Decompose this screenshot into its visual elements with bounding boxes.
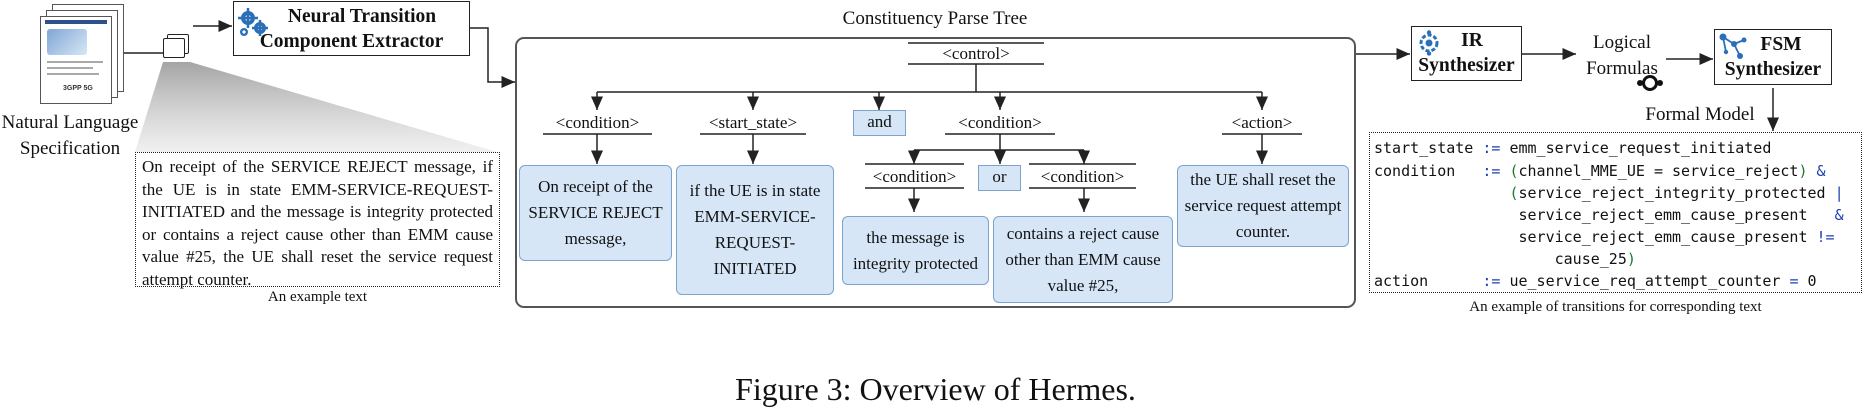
code-action-key: action [1374,272,1429,290]
code-and-op: & [1834,206,1844,224]
code-neq-op: != [1816,228,1835,246]
parse-tree-panel [515,37,1356,308]
parse-tree-title: Constituency Parse Tree [842,8,1028,29]
code-paren: ( [1509,162,1519,180]
graph-icon [1718,32,1748,62]
ir-line2: Synthesizer [1418,55,1515,76]
code-token: service_reject [1672,162,1799,180]
formal-model-box [1369,132,1862,293]
tree-root-control: <control> [942,44,1010,63]
spec-label-line2: Specification [19,138,121,159]
example-text-box: On receipt of the SERVICE REJECT message… [135,152,500,289]
tree-node-condition-3: <condition> [872,167,957,186]
zoom-projection [135,62,497,152]
spec-label-line1: Natural Language [1,112,139,133]
doc-logo: 3GPP 5G [63,85,93,92]
extractor-line2: Component Extractor [259,31,444,52]
code-or-op: | [1834,184,1844,202]
code-paren: ( [1509,184,1519,202]
example-text-body: On receipt of the SERVICE REJECT message… [142,157,493,289]
code-assign-op: := [1482,162,1501,180]
code-line-4: service_reject_emm_cause_present & [1374,206,1844,224]
doc-picture [47,29,87,55]
tree-node-start-state: <start_state> [708,113,798,132]
code-paren: ) [1626,250,1636,268]
tree-leaf-5: the UE shall reset the service request a… [1177,165,1349,247]
formal-model-label: Formal Model [1645,104,1755,125]
tree-node-condition-4: <condition> [1040,167,1125,186]
logical-line2: Formulas [1586,58,1658,79]
fsm-line2: Synthesizer [1724,59,1822,80]
tree-node-or: or [978,165,1021,191]
ir-synthesizer-box: IR Synthesizer [1411,26,1522,81]
fsm-synthesizer-box: FSM Synthesizer [1714,29,1832,85]
code-line-1: start_state := emm_service_request_initi… [1374,139,1771,157]
code-start-state-key: start_state [1374,139,1474,157]
code-condition-key: condition [1374,162,1456,180]
code-assign-op: := [1482,272,1501,290]
tree-node-condition-2: <condition> [958,113,1042,132]
tree-leaf-1: On receipt of the SERVICE REJECT message… [519,165,672,261]
code-token: = [1653,162,1663,180]
code-start-state-value: emm_service_request_initiated [1509,139,1772,157]
example-text-caption: An example text [267,289,368,305]
extractor-box: Neural Transition Component Extractor [233,1,470,56]
code-line-2: condition := (channel_MME_UE = service_r… [1374,162,1826,180]
ir-line1: IR [1461,30,1483,51]
code-token: service_reject_emm_cause_present [1518,228,1808,246]
tree-node-condition-1: <condition> [555,113,640,132]
code-token: channel_MME_UE [1518,162,1645,180]
code-token: ue_service_req_attempt_counter [1509,272,1781,290]
tree-node-action: <action> [1231,113,1293,132]
code-eq-op: = [1789,272,1799,290]
code-line-6: cause_25) [1374,250,1636,268]
code-paren: ) [1798,162,1808,180]
figure-caption: Figure 3: Overview of Hermes. [735,371,1136,407]
logical-line1: Logical [1592,32,1652,53]
code-token: cause_25 [1554,250,1627,268]
gears-icon [237,6,268,36]
cycle-icon [1636,73,1664,93]
tree-leaf-2: if the UE is in state EMM-SERVICE-REQUES… [676,165,834,295]
tree-leaf-4: contains a reject cause other than EMM c… [993,216,1173,303]
code-line-3: (service_reject_integrity_protected | [1374,184,1844,202]
code-line-7: action := ue_service_req_attempt_counter… [1374,272,1817,290]
code-token: service_reject_integrity_protected [1518,184,1826,202]
fsm-line1: FSM [1760,34,1802,55]
code-assign-op: := [1482,139,1501,157]
extractor-line1: Neural Transition [287,6,437,27]
code-token: service_reject_emm_cause_present [1518,206,1808,224]
tree-node-and: and [853,110,906,136]
code-and-op: & [1816,162,1826,180]
tree-leaf-3: the message is integrity protected [842,216,989,285]
doc-page-1: 3GPP 5G [40,16,112,104]
code-line-5: service_reject_emm_cause_present != [1374,228,1835,246]
network-icon [1416,30,1442,56]
code-token: 0 [1807,272,1817,290]
formal-model-caption: An example of transitions for correspond… [1469,299,1762,315]
